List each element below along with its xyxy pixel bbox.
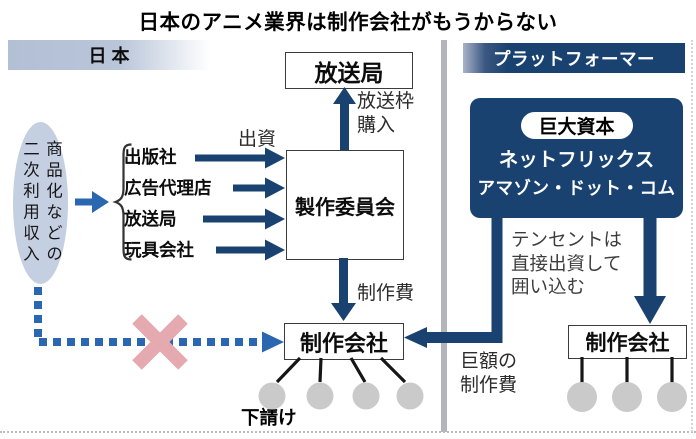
investor-broadcaster: 放送局 (124, 209, 177, 229)
x-mark-stroke1 (132, 314, 188, 370)
broadcaster-arrow-icon (203, 208, 285, 230)
huge-fee-line2: 制作費 (460, 375, 518, 396)
production-committee-box: 製作委員会 (286, 150, 404, 260)
broadcast-slot-label: 放送枠 購入 (357, 90, 414, 138)
japan-section-label: 日 本 (88, 46, 130, 66)
x-mark-stroke2 (132, 314, 188, 370)
production-fee-label: 制作費 (357, 283, 415, 304)
left-subcontractor-lines (275, 356, 407, 384)
committee-to-broadcaster-arrow-icon (333, 87, 356, 150)
section-divider (441, 40, 447, 432)
diagram-title: 日本のアニメ業界は制作会社がもうからない (138, 11, 558, 34)
secondary-income-line1: 商品化などの (43, 140, 62, 266)
huge-fee-line1: 巨額の (460, 351, 518, 372)
x-mark-icon (132, 314, 188, 370)
investment-label: 出資 (238, 129, 277, 150)
amazon-label: アマゾン・ドット・コム (477, 178, 676, 198)
production-company-box-right: 制作会社 (568, 325, 687, 359)
secondary-income-line2: 二次利用収入 (20, 140, 39, 266)
giant-capital-badge: 巨大資本 (520, 112, 633, 139)
bottom-dotted-border (0, 431, 696, 433)
netflix-label: ネットフリックス (498, 149, 655, 171)
production-company-box-left: 制作会社 (284, 323, 404, 360)
platformer-to-right-production-arrow-icon (634, 216, 666, 324)
investor-publisher: 出版社 (124, 147, 177, 167)
secondary-income-text: 商品化などの 二次利用収入 (18, 140, 64, 266)
investor-ad-agency: 広告代理店 (124, 178, 212, 198)
broadcaster-box: 放送局 (285, 52, 413, 89)
platformer-section-label: プラットフォーマー (493, 48, 655, 69)
right-dotted-border (691, 40, 693, 432)
platformer-to-left-production-line (426, 216, 503, 343)
committee-to-production-arrow-icon (331, 258, 356, 321)
tencent-note-line1: テンセントは (511, 229, 623, 250)
toy-company-arrow-icon (216, 239, 285, 261)
broadcast-slot-line1: 放送枠 (357, 91, 415, 112)
broadcast-slot-line2: 購入 (357, 115, 396, 136)
platformer-companies-box: 巨大資本 ネットフリックス アマゾン・ドット・コム (470, 98, 683, 218)
platformer-section-header: プラットフォーマー (463, 43, 685, 73)
blocked-income-dashed-line (34, 287, 261, 346)
secondary-income-ellipse: 商品化などの 二次利用収入 (13, 122, 68, 284)
blocked-income-arrowhead-icon (262, 331, 284, 353)
investor-toy-company: 玩具会社 (124, 240, 194, 260)
tencent-note-line2: 直接出資して (511, 252, 622, 274)
right-subcontractor-circles (567, 382, 687, 412)
right-subcontractor-lines (580, 357, 674, 383)
subcontractor-label: 下請け (241, 407, 297, 428)
japan-section-header: 日 本 (8, 40, 210, 70)
platformer-to-left-production-arrowhead-icon (404, 327, 427, 348)
huge-fee-label: 巨額の 制作費 (460, 350, 517, 398)
ellipse-to-investors-arrow-icon (75, 191, 109, 213)
ad-agency-arrow-icon (233, 177, 285, 199)
tencent-note-line3: 囲い込む (511, 276, 586, 297)
tencent-note: テンセントは 直接出資して 囲い込む (511, 228, 622, 299)
